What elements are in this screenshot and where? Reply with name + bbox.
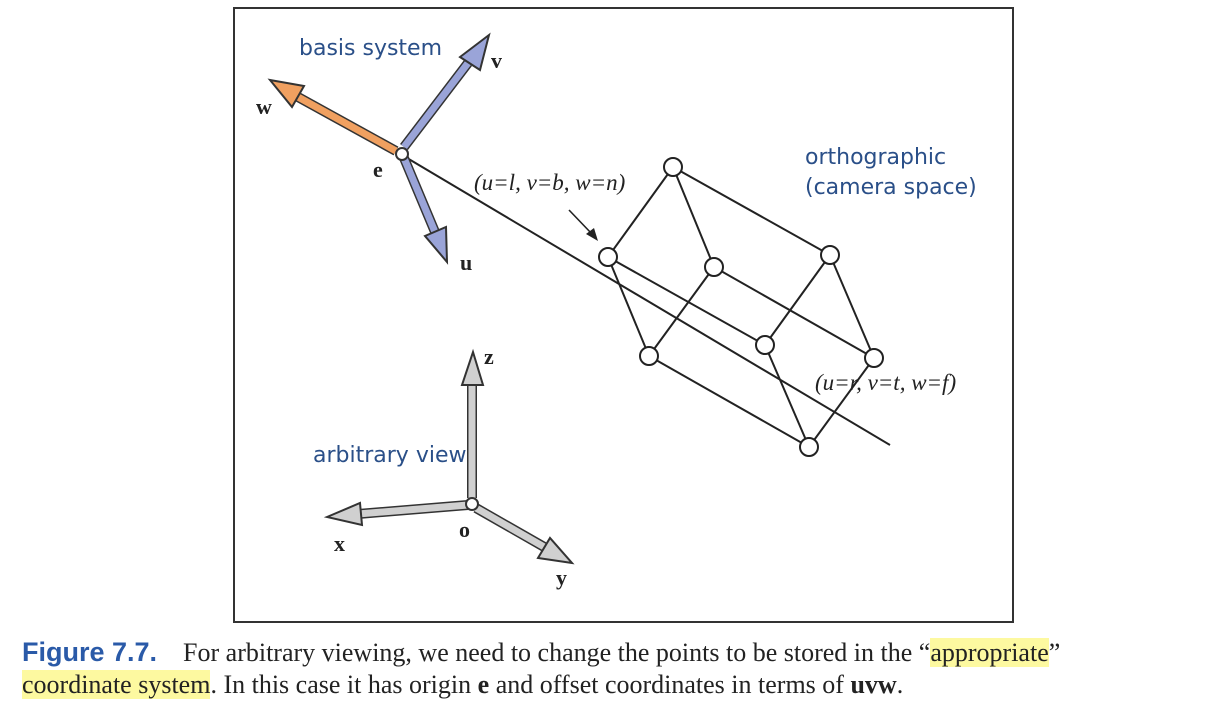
v-axis-arrow [400,32,491,151]
caption-bold-e: e [477,670,490,699]
caption-highlight-appropriate: appropriate [930,638,1049,667]
figure-number: Figure 7.7. [22,637,158,667]
orthographic-label-line1: orthographic [805,145,946,170]
caption-text-c: . In this case it has origin [210,670,478,699]
e-origin-label: e [373,157,383,182]
u-axis-arrow [399,156,449,265]
figure-frame [233,7,1014,623]
o-origin-label: o [459,517,470,542]
z-axis-arrow [460,348,485,498]
basis-system-label: basis system [299,36,442,61]
z-axis-label: z [484,344,494,369]
y-axis-label: y [556,565,567,590]
view-volume-corners [598,157,884,457]
caption-text-a: For arbitrary viewing, we need to change… [183,638,931,667]
caption-bold-uvw: uvw [850,670,897,699]
x-axis-label: x [334,531,345,556]
orthographic-label-line2: (camera space) [805,175,977,200]
view-volume-box [607,166,875,448]
near-corner-label: (u=l, v=b, w=n) [474,170,625,195]
caption-highlight-coordinate-system: coordinate system [22,670,211,699]
camera-origin-joint [395,147,409,161]
caption-text-e: . [896,670,904,699]
w-axis-label: w [256,94,272,119]
u-axis-label: u [460,250,472,275]
caption-text-d: and offset coordinates in terms of [489,670,851,699]
far-corner-label: (u=r, v=t, w=f) [815,370,956,395]
figure-caption: Figure 7.7. For arbitrary viewing, we nee… [22,636,1222,701]
caption-text-b: ” [1048,638,1061,667]
v-axis-label: v [491,48,502,73]
view-direction-line [401,154,891,446]
near-corner-pointer [568,209,598,241]
x-axis-arrow [323,500,469,527]
y-axis-arrow [473,503,575,565]
arbitrary-view-label: arbitrary view [313,443,466,468]
world-origin-joint [465,497,479,511]
w-axis-arrow [267,78,399,156]
